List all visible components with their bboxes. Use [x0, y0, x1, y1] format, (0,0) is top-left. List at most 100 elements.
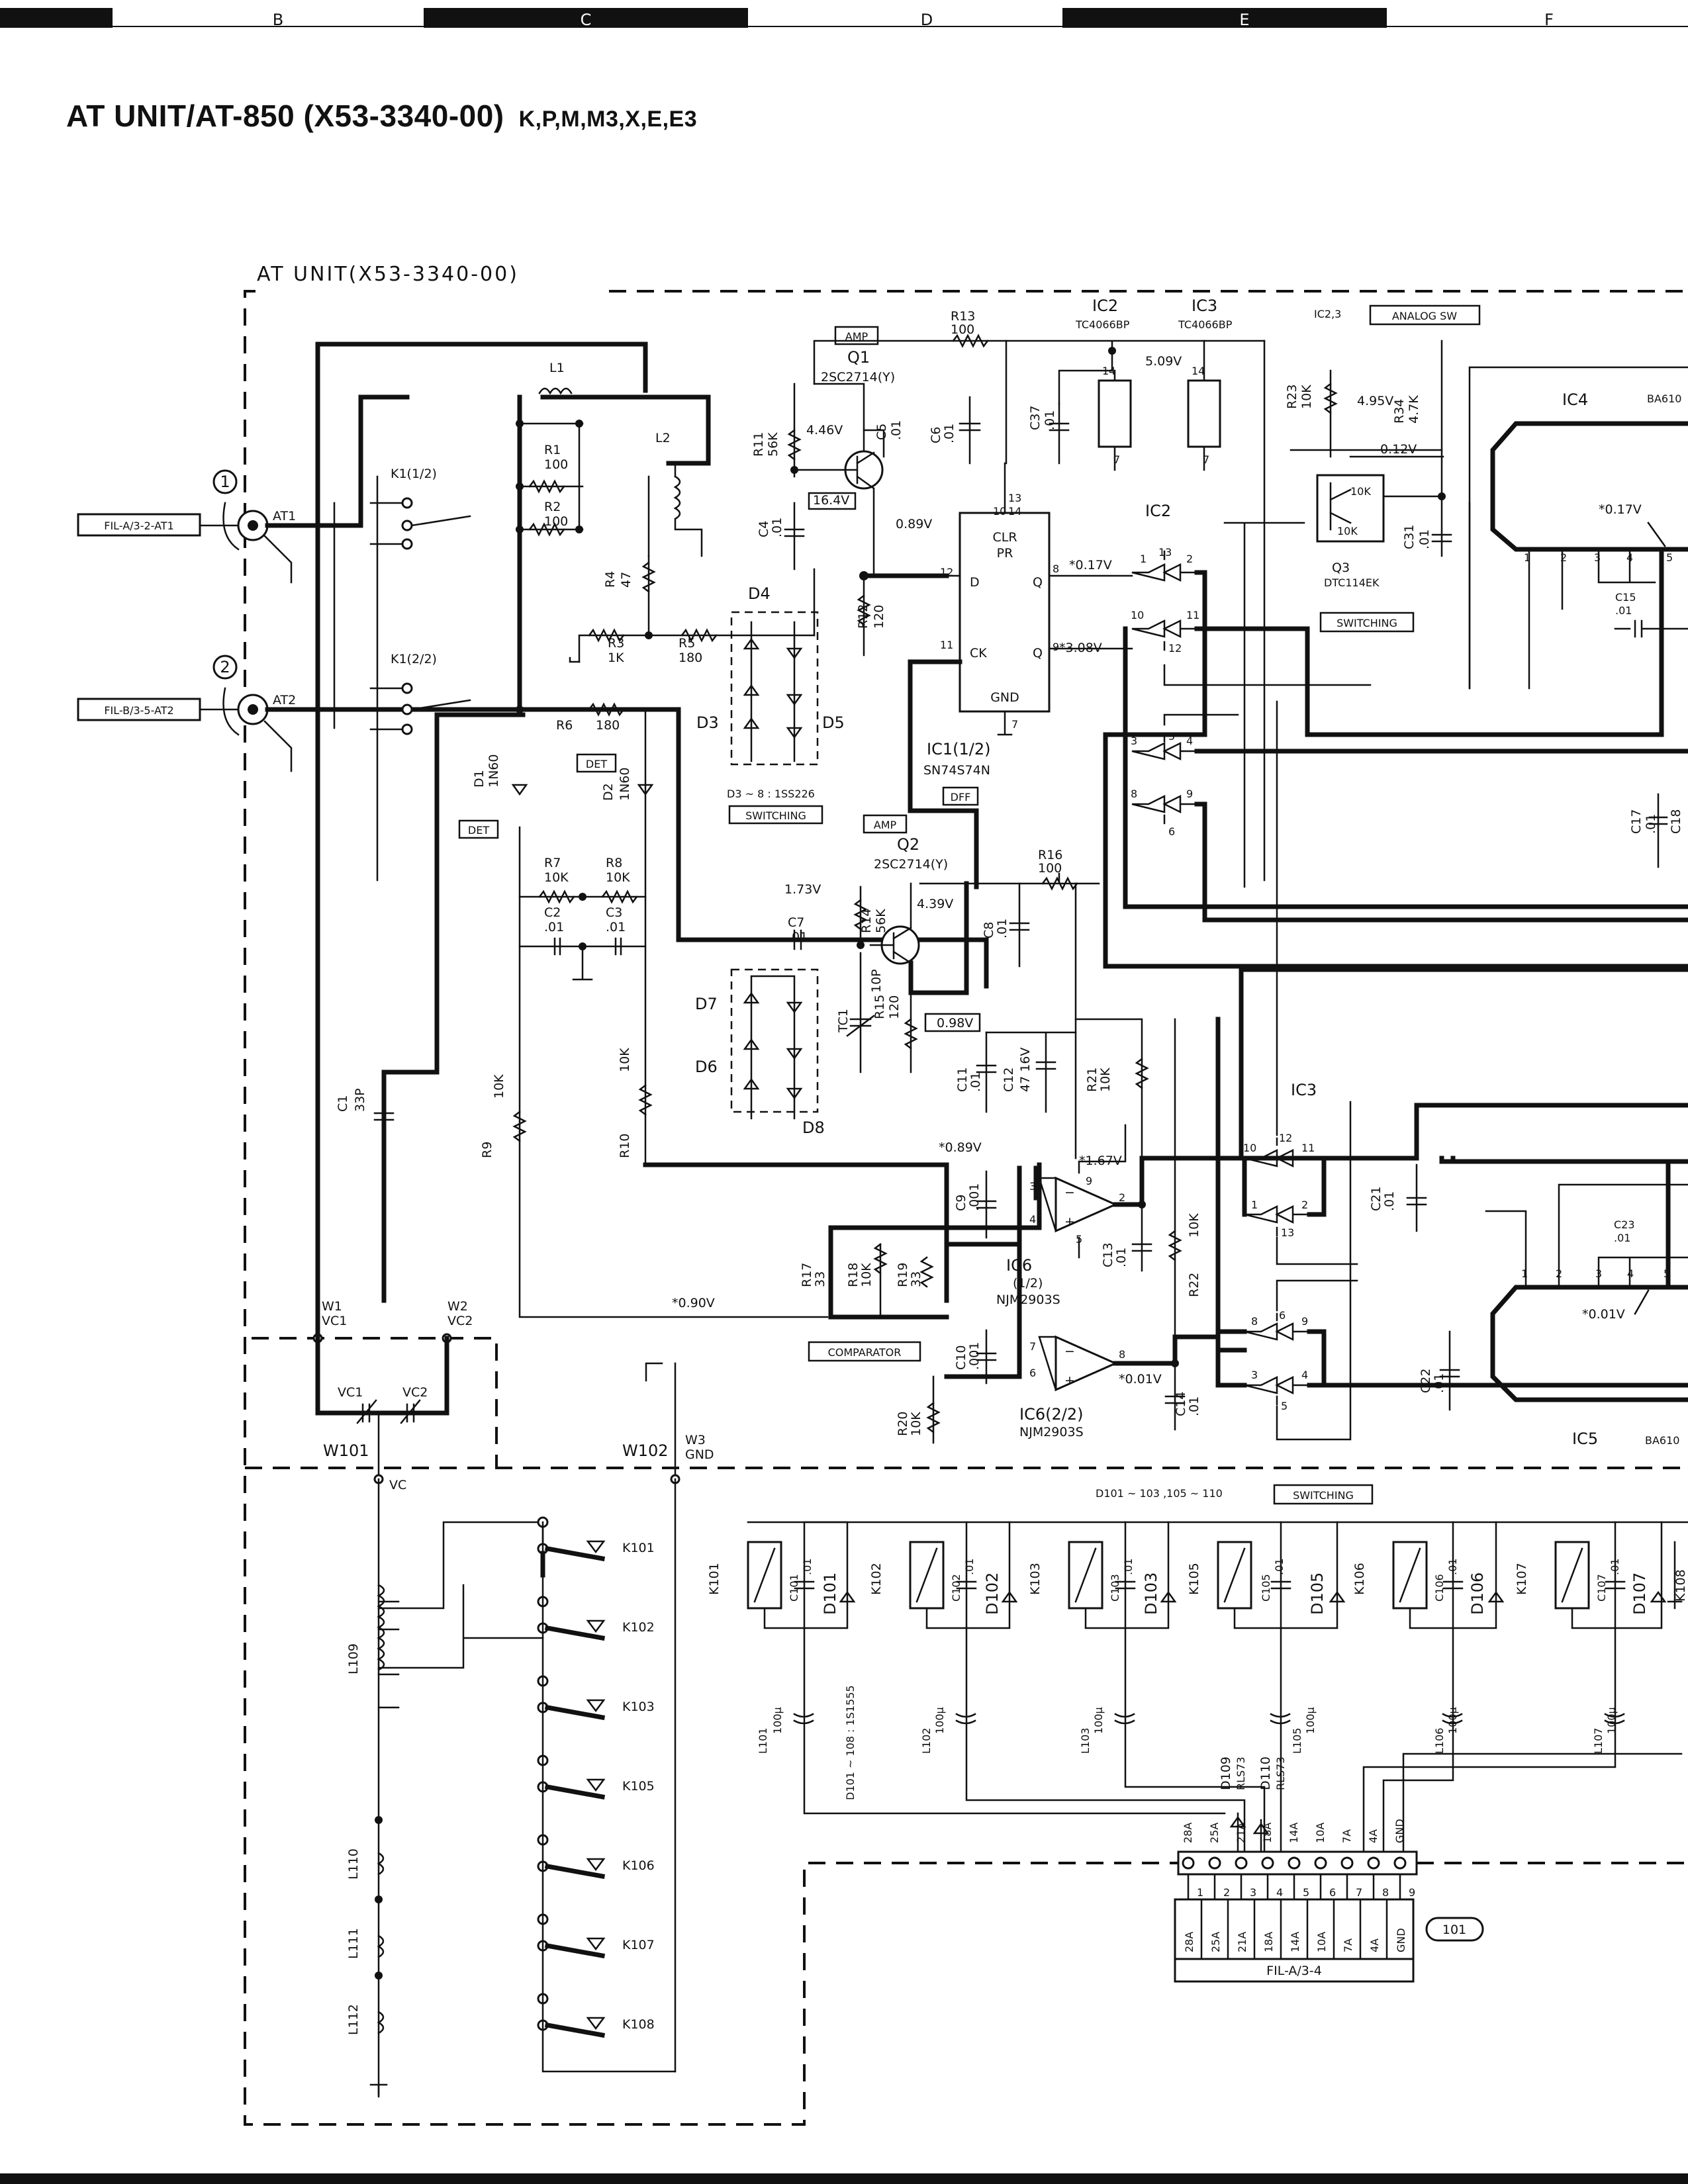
svg-text:10K: 10K [859, 1263, 874, 1287]
svg-text:R8: R8 [606, 856, 622, 870]
svg-text:100μ: 100μ [1092, 1707, 1105, 1734]
svg-text:C102: C102 [950, 1574, 962, 1602]
svg-text:IC3: IC3 [1291, 1081, 1317, 1099]
svg-text:4: 4 [1301, 1369, 1308, 1381]
svg-text:L107: L107 [1592, 1728, 1605, 1754]
svg-text:W2: W2 [447, 1299, 468, 1314]
relay-contact-k101: K101 [537, 1516, 655, 1578]
svg-text:C1: C1 [336, 1095, 350, 1112]
svg-text:D102: D102 [983, 1572, 1002, 1615]
unit-boundary: AT UNIT(X53-3340-00) [244, 263, 1688, 2126]
svg-text:K106: K106 [1352, 1563, 1367, 1595]
svg-text:.01: .01 [1614, 1232, 1630, 1244]
svg-text:120: 120 [887, 995, 902, 1019]
svg-text:L1: L1 [549, 361, 565, 375]
svg-text:AT1: AT1 [273, 509, 296, 523]
svg-text:L102: L102 [920, 1728, 933, 1754]
svg-text:8: 8 [1053, 563, 1059, 575]
svg-text:Q3: Q3 [1332, 561, 1350, 575]
svg-text:C11: C11 [955, 1068, 970, 1092]
svg-text:.01: .01 [995, 919, 1009, 938]
svg-text:28A: 28A [1182, 1823, 1194, 1843]
svg-text:D101: D101 [821, 1572, 839, 1615]
svg-text:10P: 10P [869, 969, 884, 993]
svg-text:C5: C5 [874, 424, 889, 440]
port-2-marker [212, 655, 238, 680]
svg-text:R19: R19 [896, 1263, 910, 1287]
svg-text:C6: C6 [929, 427, 943, 443]
svg-text:D101 ~ 108 : 1S1555: D101 ~ 108 : 1S1555 [844, 1685, 857, 1800]
model-variants: K,P,M,M3,X,E,E3 [518, 107, 698, 132]
r8-resistor [601, 889, 638, 904]
svg-text:.01: .01 [889, 420, 904, 440]
ic6b-opamp [1055, 1335, 1118, 1392]
svg-text:RLS73: RLS73 [1274, 1756, 1287, 1790]
l1-inductor [538, 387, 573, 395]
svg-text:.01: .01 [1417, 529, 1432, 549]
svg-text:R34: R34 [1392, 399, 1407, 424]
svg-text:R22: R22 [1187, 1273, 1201, 1297]
svg-text:14: 14 [1102, 365, 1115, 377]
svg-text:R14: R14 [859, 909, 874, 933]
svg-text:D: D [970, 575, 980, 590]
svg-text:18A: 18A [1261, 1823, 1274, 1843]
svg-text:C17: C17 [1629, 809, 1644, 834]
ic6-comparators: −+ −+ 34 925 768 *0.89V *1.67V *0.90V *0… [643, 1018, 1419, 1444]
svg-text:D1: D1 [472, 770, 487, 788]
svg-text:SWITCHING: SWITCHING [745, 809, 806, 822]
svg-text:.01: .01 [942, 424, 957, 443]
svg-text:VC1: VC1 [322, 1314, 347, 1328]
svg-text:.01: .01 [788, 930, 808, 944]
svg-text:7A: 7A [1340, 1829, 1353, 1843]
q3-transistor [1316, 474, 1385, 543]
svg-text:4: 4 [1276, 1886, 1283, 1899]
svg-text:9: 9 [1086, 1175, 1092, 1187]
svg-text:5: 5 [1281, 1400, 1288, 1412]
svg-text:100: 100 [1038, 861, 1062, 876]
svg-text:L111: L111 [346, 1928, 361, 1959]
svg-text:IC6(2/2): IC6(2/2) [1019, 1405, 1083, 1424]
svg-text:SWITCHING: SWITCHING [1293, 1489, 1354, 1502]
svg-text:R23: R23 [1285, 385, 1299, 409]
svg-text:C103: C103 [1109, 1574, 1121, 1602]
svg-text:(1/2): (1/2) [1013, 1276, 1043, 1291]
svg-text:TC1: TC1 [836, 1009, 851, 1033]
svg-text:ANALOG SW: ANALOG SW [1392, 310, 1457, 322]
svg-text:D4: D4 [748, 584, 771, 603]
svg-text:K102: K102 [869, 1563, 884, 1595]
svg-text:2SC2714(Y): 2SC2714(Y) [874, 857, 948, 872]
det-box-1 [576, 753, 617, 773]
svg-text:1.73V: 1.73V [784, 882, 821, 897]
svg-text:IC2: IC2 [1092, 296, 1118, 315]
svg-text:NJM2903S: NJM2903S [1019, 1425, 1084, 1439]
svg-text:33: 33 [909, 1271, 923, 1287]
svg-text:BA610: BA610 [1645, 1434, 1679, 1447]
r3-resistor [588, 628, 625, 643]
svg-text:AT2: AT2 [273, 693, 296, 707]
port-1-marker [212, 469, 238, 494]
svg-text:33P: 33P [353, 1088, 367, 1112]
svg-text:100: 100 [544, 514, 568, 529]
svg-text:10K: 10K [1337, 525, 1358, 537]
svg-text:7: 7 [1113, 453, 1120, 466]
svg-text:R18: R18 [846, 1263, 861, 1287]
svg-text:R17: R17 [800, 1263, 814, 1287]
switching-box-relays [1273, 1484, 1374, 1505]
svg-text:K102: K102 [622, 1620, 655, 1635]
svg-text:0.98V: 0.98V [937, 1016, 973, 1030]
k1-1-label: K1(1/2) [391, 467, 437, 481]
svg-text:K108: K108 [622, 2017, 655, 2032]
svg-text:56K: 56K [874, 909, 888, 933]
svg-text:C22: C22 [1419, 1369, 1433, 1393]
svg-text:7: 7 [1356, 1886, 1362, 1899]
svg-text:4: 4 [1029, 1213, 1036, 1226]
svg-text:100μ: 100μ [933, 1707, 946, 1734]
svg-text:*0.01V: *0.01V [1582, 1307, 1625, 1322]
svg-text:9: 9 [1409, 1886, 1415, 1899]
svg-text:IC1(1/2): IC1(1/2) [927, 740, 990, 758]
svg-text:1: 1 [1251, 1199, 1258, 1211]
connector-101: 28A 25A 21A 18A 14A 10A 7A 4A GND 1 2 3 … [1174, 1819, 1484, 1983]
svg-text:L106: L106 [1433, 1728, 1446, 1754]
